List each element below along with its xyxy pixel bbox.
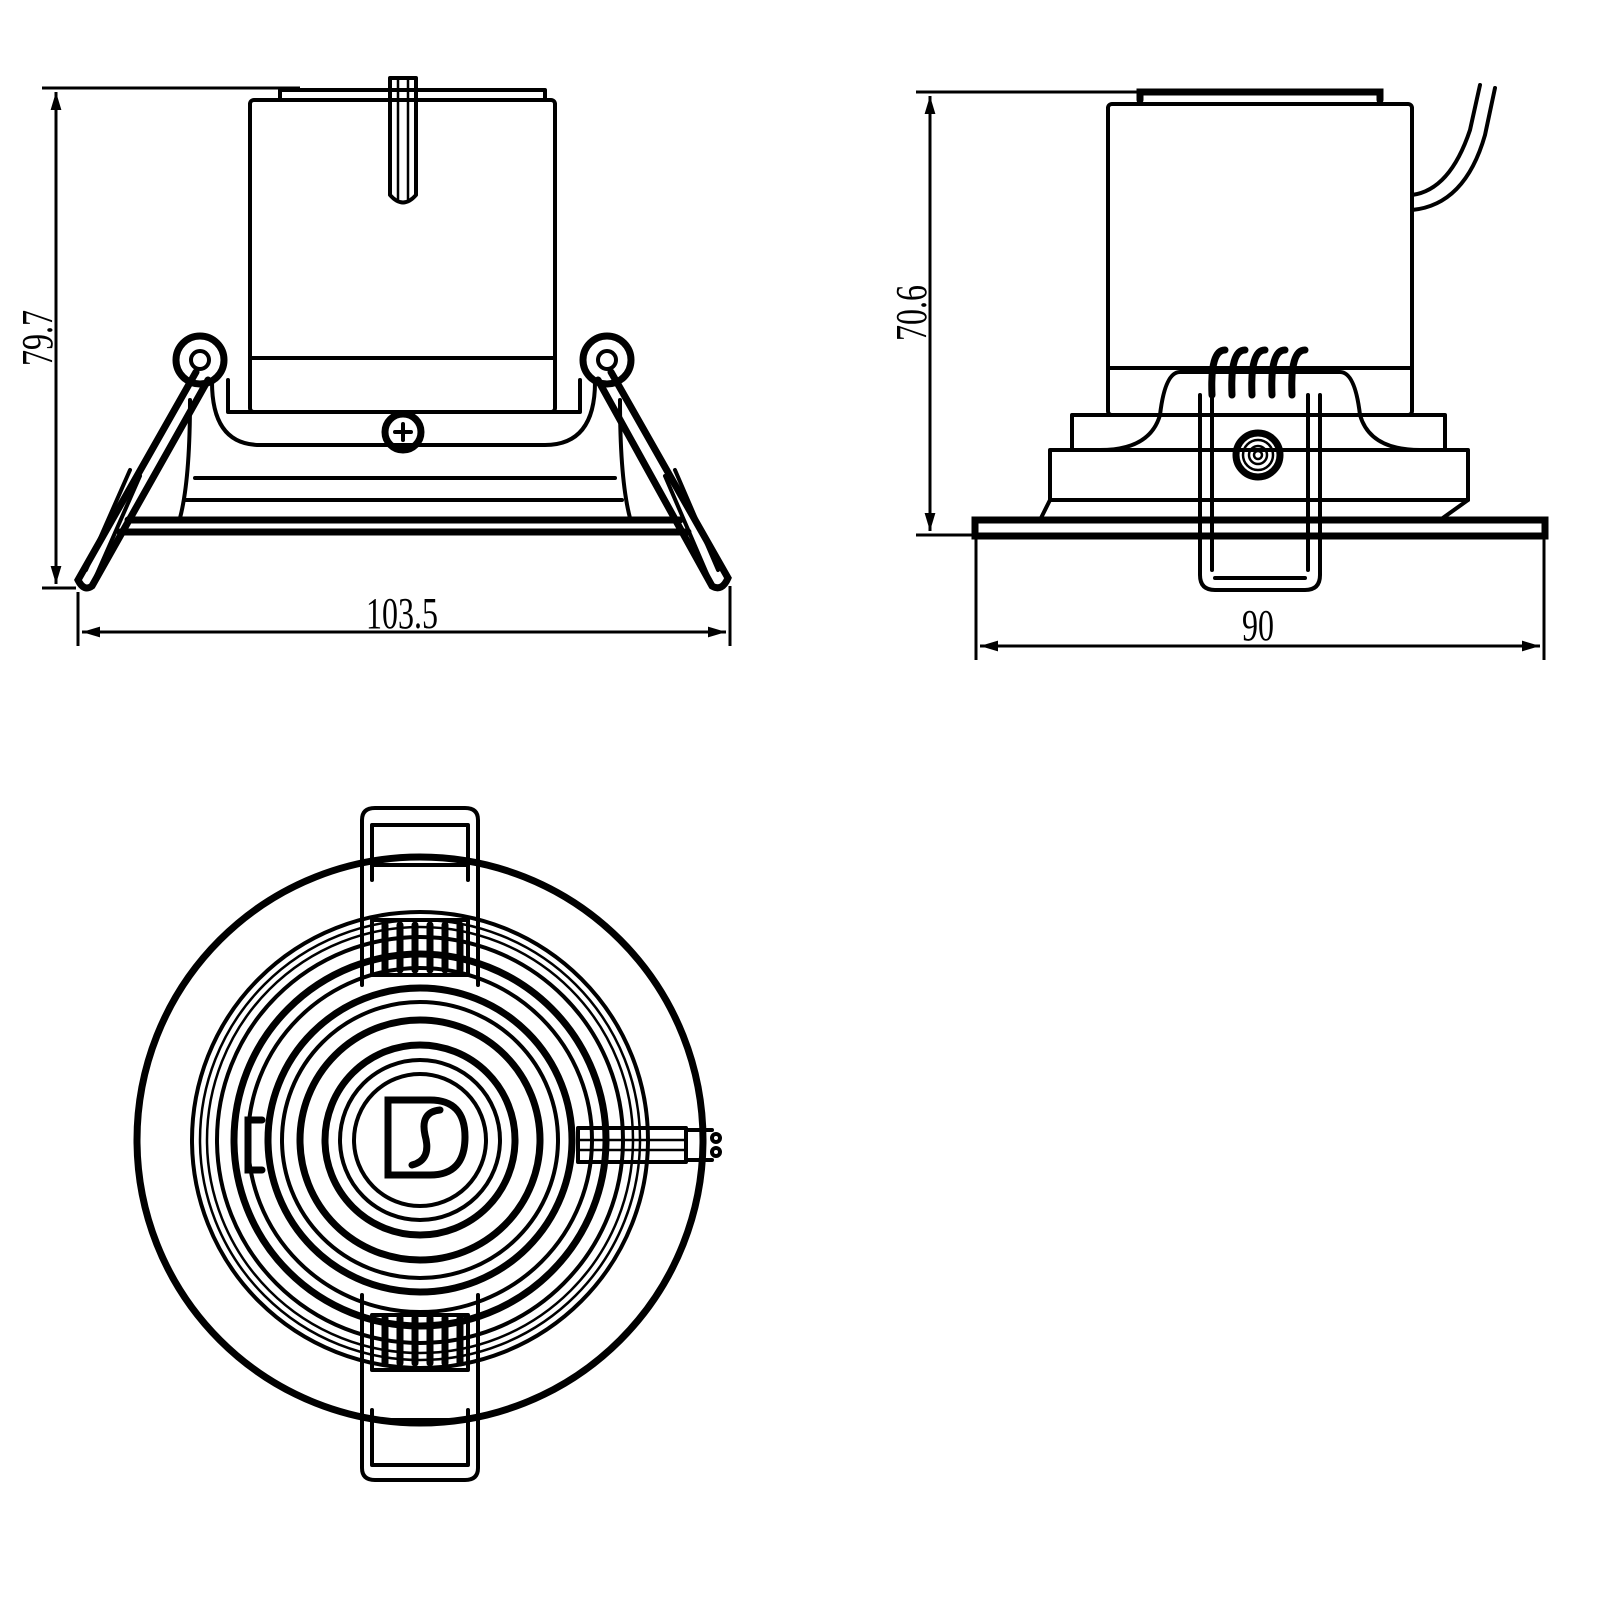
side-width-label: 90 bbox=[1242, 602, 1274, 650]
side-dimensions: 70.6 90 bbox=[888, 90, 1546, 660]
screw-icon bbox=[381, 410, 425, 454]
bottom-view bbox=[133, 806, 722, 1482]
front-dimensions: 79.7 103.5 bbox=[14, 86, 732, 646]
side-spring-clip bbox=[1198, 346, 1322, 592]
front-height-label: 79.7 bbox=[14, 310, 62, 366]
cable bbox=[576, 1126, 722, 1164]
front-width-label: 103.5 bbox=[366, 590, 438, 638]
side-view: 70.6 90 bbox=[888, 83, 1549, 660]
front-springs bbox=[74, 332, 732, 592]
bottom-clip bbox=[360, 1293, 480, 1482]
side-height-label: 70.6 bbox=[888, 285, 936, 341]
front-housing bbox=[116, 76, 692, 536]
side-housing bbox=[971, 83, 1549, 540]
left-tab bbox=[244, 1116, 266, 1174]
top-clip bbox=[360, 806, 480, 987]
front-view: 79.7 103.5 bbox=[14, 76, 732, 646]
logo bbox=[384, 1096, 469, 1179]
